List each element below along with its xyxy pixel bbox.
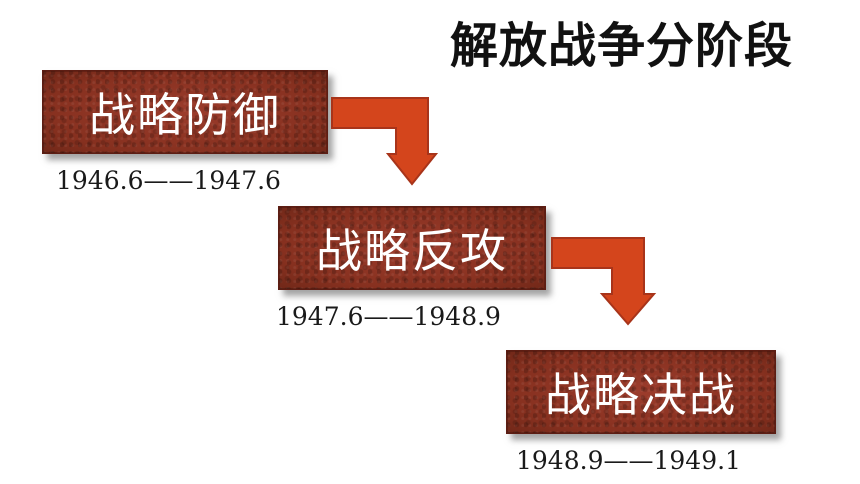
stage-box-defense: 战略防御: [42, 70, 328, 154]
stage-period-defense: 1946.6——1947.6: [56, 166, 281, 195]
stage-period-counteroffensive: 1947.6——1948.9: [276, 302, 501, 331]
stage-box-counteroffensive: 战略反攻: [278, 206, 546, 290]
arrow-1-icon: [331, 97, 439, 186]
stage-box-decisive: 战略决战: [506, 350, 776, 434]
stage-label-defense: 战略防御: [89, 88, 281, 142]
stage-label-decisive: 战略决战: [545, 368, 737, 422]
stage-label-counteroffensive: 战略反攻: [316, 224, 508, 278]
page-title: 解放战争分阶段: [450, 18, 794, 74]
stage-period-decisive: 1948.9——1949.1: [516, 446, 741, 475]
arrow-2-icon: [551, 237, 657, 326]
